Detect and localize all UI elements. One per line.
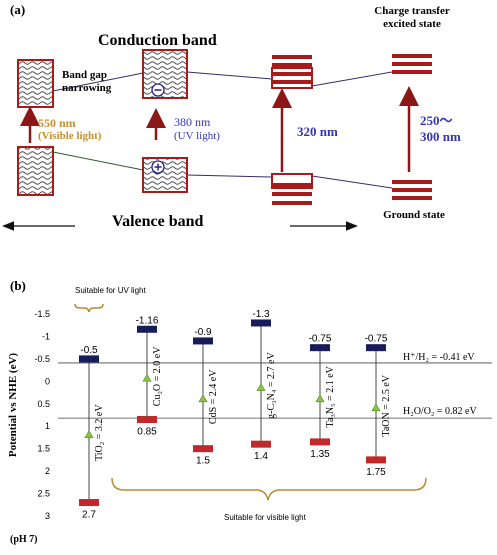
suitable-uv-label: Suitable for UV light <box>75 286 146 295</box>
uv-brace <box>74 303 104 313</box>
cb-bar <box>251 319 271 327</box>
vb-level-line-3 <box>272 201 312 205</box>
uv-light-label: (UV light) <box>174 130 220 142</box>
material-label: Cu₂O = 2.0 eV <box>152 346 163 406</box>
ground-level-1 <box>392 180 432 184</box>
excited-level-2 <box>392 62 432 66</box>
wl-250-label: 250〜 <box>420 113 453 128</box>
cb-bar <box>193 337 213 345</box>
valence-band-label: Valence band <box>112 213 204 230</box>
material-label: TaON = 2.5 eV <box>381 374 392 436</box>
vb-value-label: 1.75 <box>366 467 386 478</box>
excited-level-1 <box>392 54 432 58</box>
midgap-marker <box>84 430 94 439</box>
ground-state-label: Ground state <box>383 209 445 221</box>
wl-300-label: 300 nm <box>420 129 461 144</box>
midgap-marker <box>142 373 152 382</box>
midgap-marker <box>198 394 208 403</box>
vb-value-label: 1.5 <box>196 456 210 467</box>
cb-value-label: -0.5 <box>80 345 98 356</box>
vb-value-label: 2.7 <box>82 510 96 521</box>
cb-box-2 <box>142 49 188 99</box>
wl-320-label: 320 nm <box>297 124 338 139</box>
reference-lines <box>58 362 492 419</box>
y-tick-label: 1.5 <box>37 444 50 454</box>
vb-box-2 <box>142 157 188 193</box>
cb-level-line-3 <box>272 72 312 76</box>
y-tick-label: -0.5 <box>34 354 50 364</box>
material-label: g-C₃N₄ = 2.7 eV <box>266 352 277 419</box>
cb-bar <box>310 344 330 352</box>
y-tick-label: 1 <box>45 421 50 431</box>
cb-box-1 <box>17 59 54 108</box>
y-tick-label: 2.5 <box>37 489 50 499</box>
cb-bar <box>79 355 99 363</box>
wl-550-label: 550 nm <box>38 116 76 130</box>
vb-connector-2 <box>186 174 273 178</box>
midgap-marker <box>371 403 381 412</box>
cb-connector-3 <box>311 71 393 87</box>
panel-a-label: (a) <box>10 2 25 17</box>
cb-level-line-4 <box>272 80 312 84</box>
cb-value-label: -1.3 <box>252 309 270 320</box>
ground-level-3 <box>392 196 432 200</box>
cb-bar <box>137 325 157 333</box>
cb-value-label: -0.75 <box>365 334 388 345</box>
cb-levels-box <box>271 67 313 89</box>
cb-connector-2 <box>186 71 273 80</box>
cb-value-label: -0.75 <box>309 334 332 345</box>
material-label: Ta₃N₅ = 2.1 eV <box>325 365 336 427</box>
cb-connector-1 <box>52 72 144 92</box>
y-tick-label: 2 <box>45 466 50 476</box>
vb-bar <box>137 415 157 423</box>
ground-level-2 <box>392 188 432 192</box>
materials: -0.5 2.7 TiO₂ = 3.2 eV -1.16 0.85 Cu₂O = 2.0 … <box>79 309 392 521</box>
y-axis: -1.5 -1 -0.5 0 0.5 1 1.5 2 2.5 3 <box>34 309 50 521</box>
conduction-band-label: Conduction band <box>98 32 217 49</box>
cb-value-label: -1.16 <box>136 315 159 326</box>
panel-b-label: (b) <box>10 278 26 293</box>
vb-bar <box>251 440 271 448</box>
charge-transfer-label-2: excited state <box>383 18 441 30</box>
cb-value-label: -0.9 <box>194 327 212 338</box>
y-tick-label: 3 <box>45 511 50 521</box>
band-gap-label-1: Band gap <box>62 69 107 81</box>
vb-box-1 <box>17 146 54 196</box>
vb-value-label: 0.85 <box>137 426 157 437</box>
excited-level-3 <box>392 70 432 74</box>
visible-light-label: (Visible light) <box>38 130 102 142</box>
vb-level-line-1 <box>272 183 312 187</box>
vb-value-label: 1.35 <box>310 449 330 460</box>
vb-level-line-2 <box>272 192 312 196</box>
material-label: TiO₂ = 3.2 eV <box>94 404 105 461</box>
vb-bar <box>366 456 386 464</box>
band-gap-label-2: narrowing <box>62 82 112 94</box>
midgap-marker <box>315 394 325 403</box>
o2-level-label: H₂O/O₂ = 0.82 eV <box>403 406 477 417</box>
vb-connector-3 <box>311 175 393 189</box>
h2-level-label: H⁺/H₂ = -0.41 eV <box>403 352 475 363</box>
suitable-visible-label: Suitable for visible light <box>224 513 307 522</box>
visible-brace <box>111 477 427 501</box>
y-tick-label: -1 <box>42 331 50 341</box>
vb-connector-1 <box>52 151 144 171</box>
vb-bar <box>310 438 330 446</box>
ph-label: (pH 7) <box>10 534 38 545</box>
wl-380-label: 380 nm <box>174 115 211 129</box>
cb-level-line-1 <box>272 55 312 59</box>
charge-transfer-label-1: Charge transfer <box>374 5 450 17</box>
y-tick-label: 0 <box>45 376 50 386</box>
y-tick-label: 0.5 <box>37 399 50 409</box>
y-axis-title: Potential vs NHE (eV) <box>7 353 19 458</box>
cb-bar <box>366 344 386 352</box>
material-label: CdS = 2.4 eV <box>208 369 219 424</box>
vb-bar <box>193 445 213 453</box>
midgap-marker <box>256 382 266 391</box>
y-tick-label: -1.5 <box>34 309 50 319</box>
vb-bar <box>79 499 99 507</box>
cb-level-line-2 <box>272 63 312 67</box>
vb-value-label: 1.4 <box>254 451 268 462</box>
